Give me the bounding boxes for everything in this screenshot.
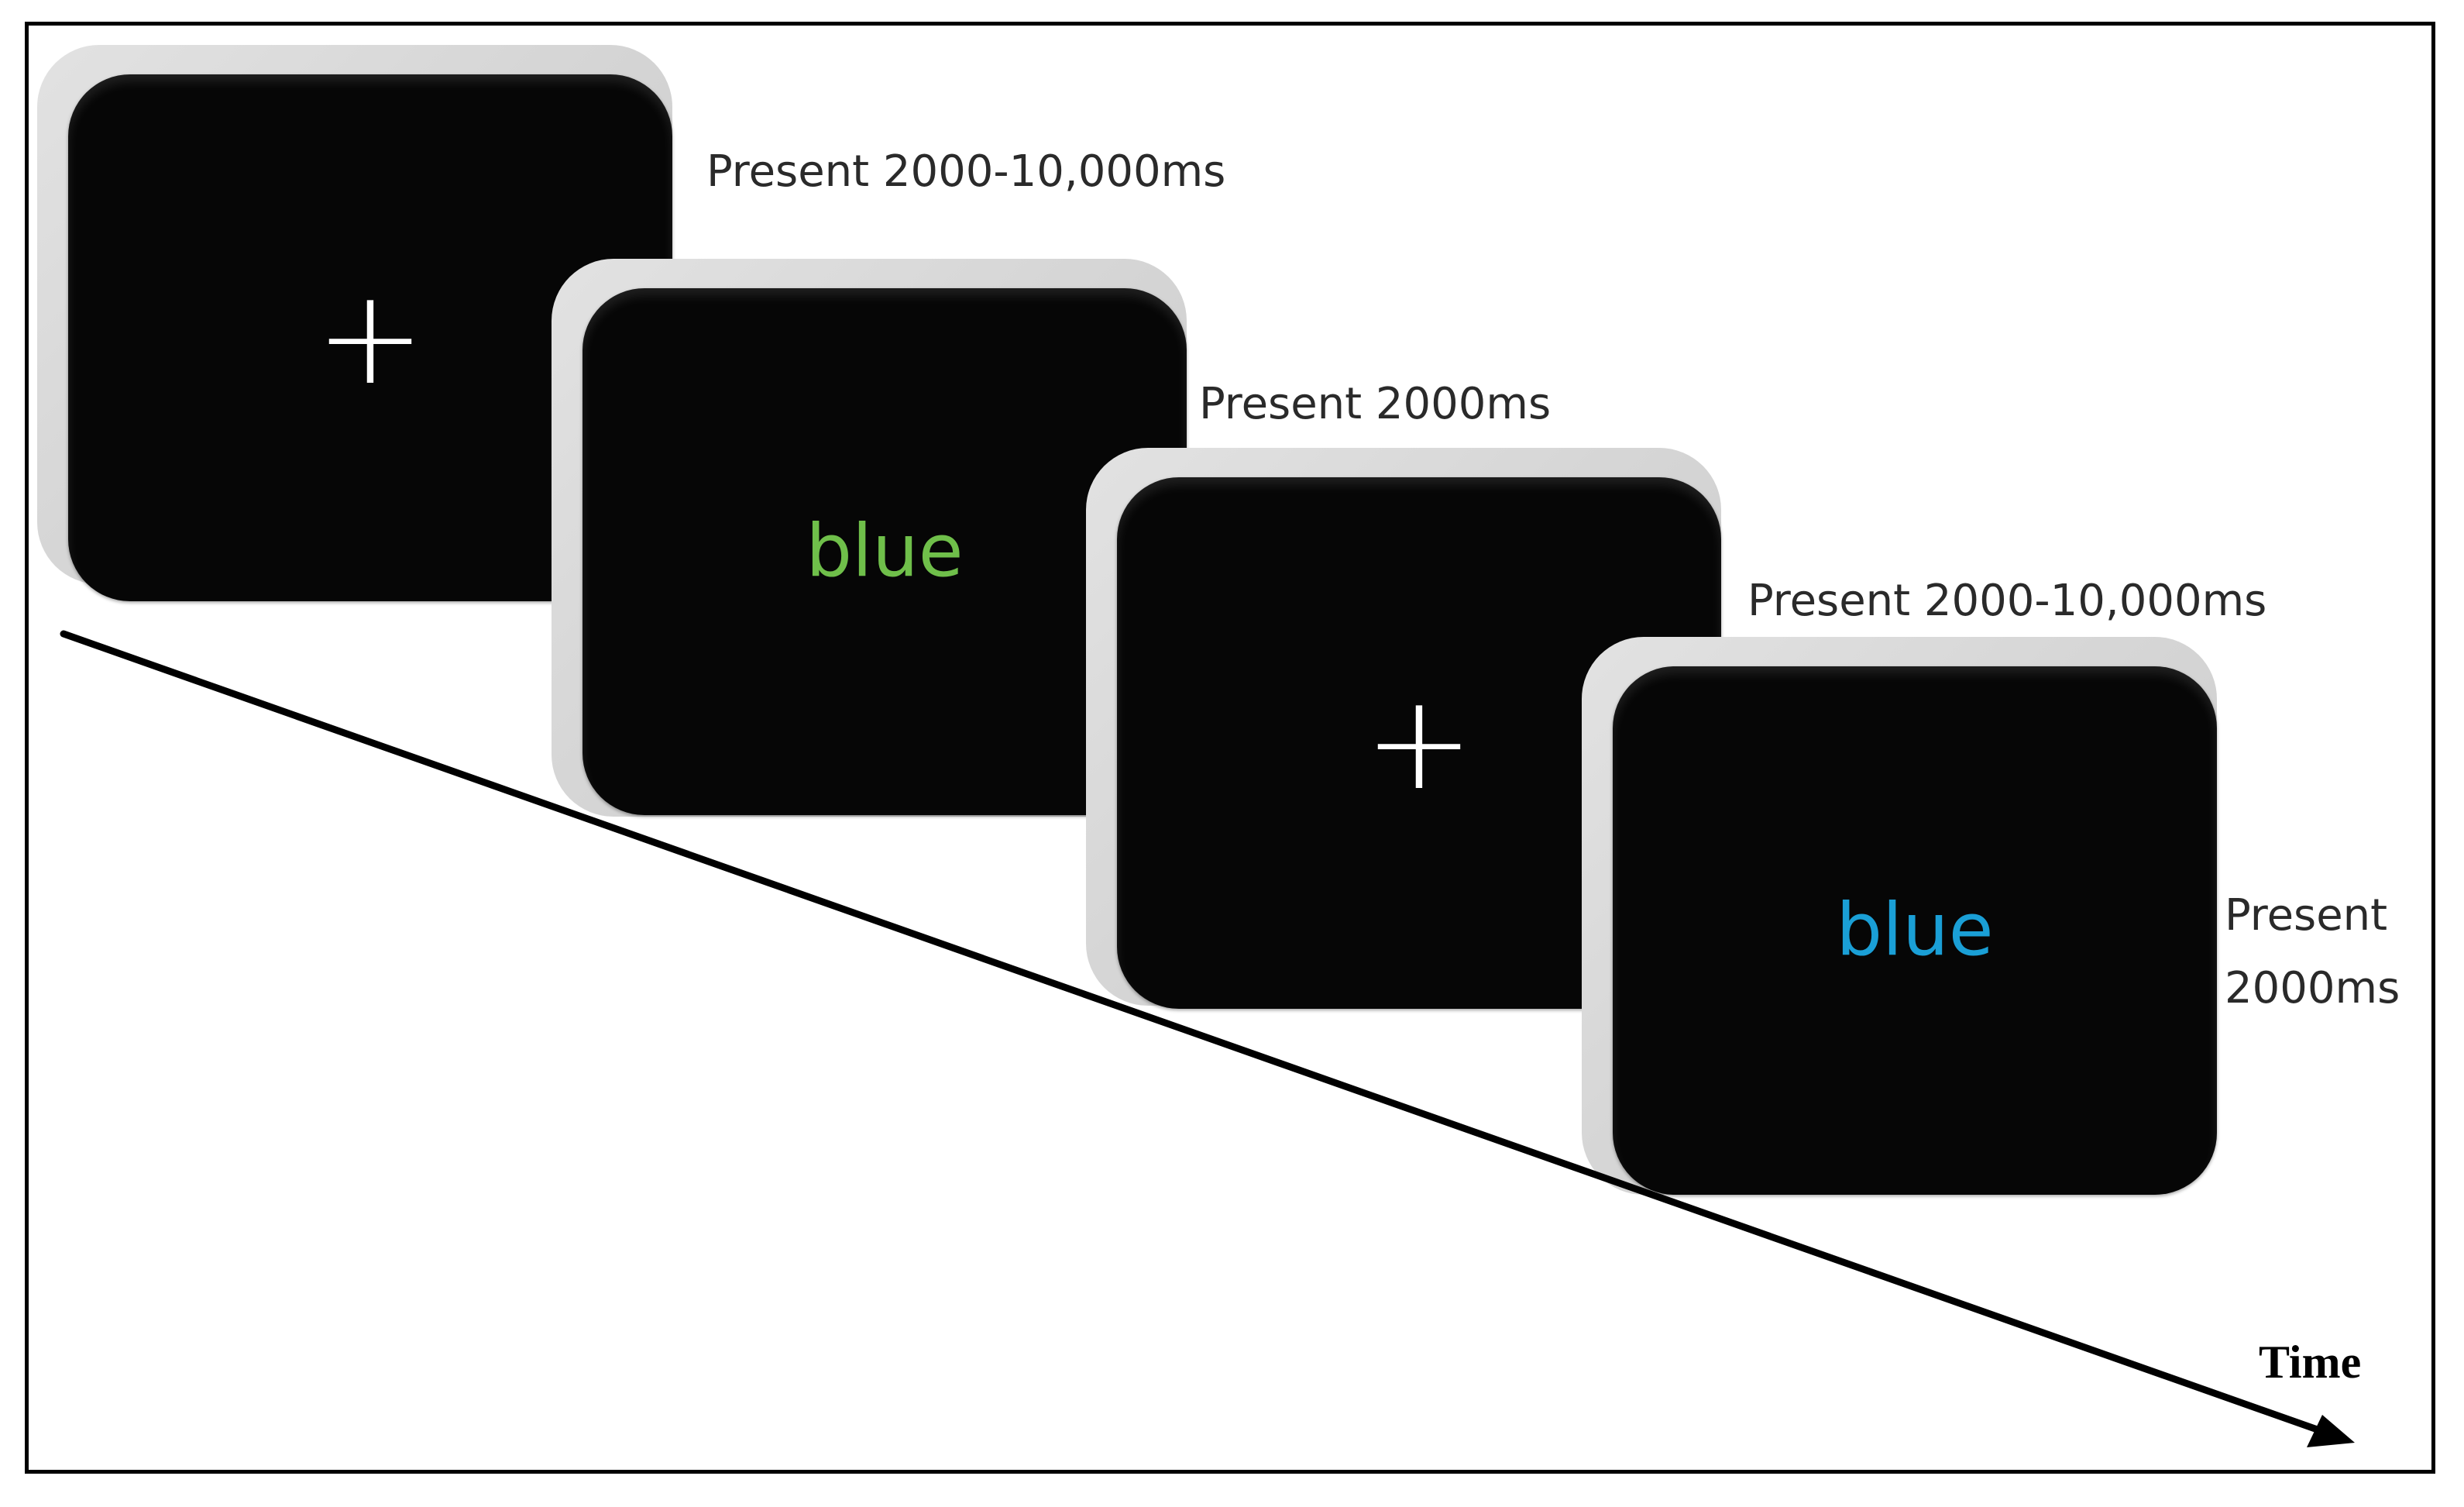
time-axis-label: Time	[2259, 1337, 2362, 1388]
screen-4-duration-line2: 2000ms	[2225, 963, 2400, 1014]
stimulus-word-green: blue	[806, 509, 964, 594]
screen-1-duration-label: Present 2000-10,000ms	[706, 146, 1226, 197]
screen-4: blue	[1613, 666, 2217, 1195]
screen-3-duration-label: Present 2000-10,000ms	[1747, 576, 2267, 626]
stimulus-word-blue: blue	[1836, 888, 1994, 972]
screen-4-duration-line1: Present	[2225, 890, 2388, 941]
fixation-cross-icon: +	[1363, 666, 1475, 820]
screen-4-duration-label: Present 2000ms	[2225, 890, 2400, 1014]
screen-2-duration-label: Present 2000ms	[1199, 379, 1552, 429]
time-axis-arrowhead-icon	[2307, 1415, 2355, 1447]
fixation-cross-icon: +	[314, 261, 426, 415]
time-axis-line	[60, 630, 2328, 1436]
